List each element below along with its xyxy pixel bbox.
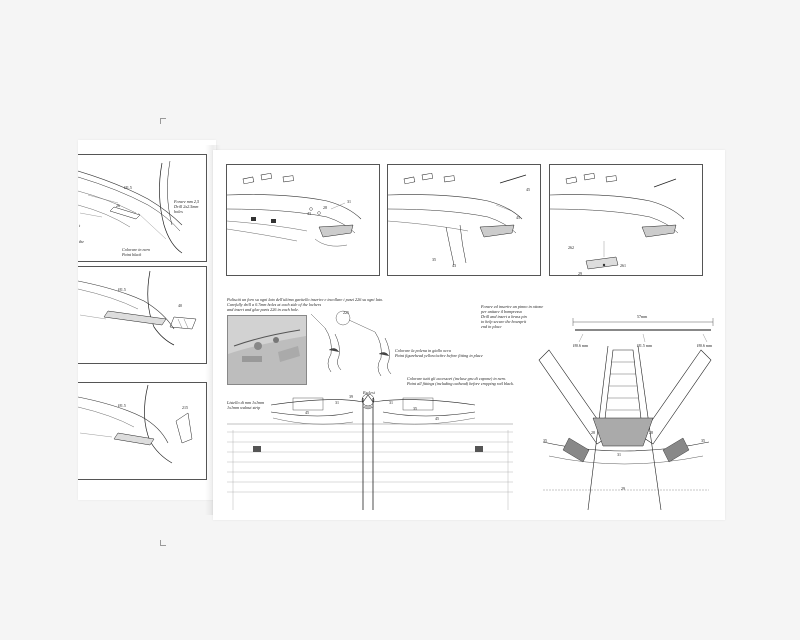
callout-num: Ø1.5 [124,185,132,190]
part-number-225: 225 [343,310,349,315]
dimension-diameter: Ø0.6 mm [573,343,589,348]
drill-instruction-it: Pulisciti un foro su ogni lato dell'ulti… [227,297,384,302]
callout-num: 43 [452,263,456,268]
plan-callout: 29 [621,486,625,491]
callout-num: 28 [323,205,327,210]
crop-mark [160,118,166,124]
callout-num: 31 [347,199,351,204]
bow-elevation [227,393,513,510]
callout-num: 29 [578,271,582,276]
callout-num: 43 [307,211,311,216]
callout-num: 45 [526,187,530,192]
paint-note-it: Colorare in nero [122,247,151,252]
plan-callout: 35 [543,438,547,443]
drill-note-en: Drill 2x2.5mm [174,204,199,209]
dimension-drawing [572,318,714,343]
pin-note-it: per unitare il bompresso [481,309,522,314]
plan-callout: 28 [649,430,653,435]
callout-num: Ø1.5 [118,287,126,292]
callout-num: 45 [516,215,520,220]
pin-note-en: Drill and insert a brass pin [481,314,527,319]
callout-num: 215 [182,405,188,410]
bow-drawing-1 [227,172,362,247]
deck-plan [538,345,712,511]
bow-callout: 31 [389,400,393,405]
strip-note-en: 1x1mm walnut strip [227,405,261,410]
left-panel-3: Ø1.5 215 [78,382,207,480]
detail-title: Esclesi [363,390,375,395]
plan-callout: 31 [617,452,621,457]
pin-note-en: end in place [481,324,502,329]
left-panel-2: Ø1.5 40 [78,266,207,364]
dimension-diameter: Ø1.5 mm [637,343,653,348]
left-page: Ø1.5 26 Forare mm 2,5 Drill 2x2.5mm hole… [78,140,216,500]
bow-callout: 35 [413,406,417,411]
callout-num: 261 [620,263,626,268]
drill-note-en: holes [174,209,183,214]
dimension-57mm: 57mm [637,314,648,319]
dimension-diameter: Ø0.6 mm [697,343,713,348]
pin-note-en: to help secure the bowsprit [481,319,527,324]
top-panel-3: 262 261 29 [549,164,703,276]
yellow-paint-en: Paint figurehead yellow/ochre before fit… [395,353,483,358]
yellow-paint-it: Colorare la polena in giallo ocra [395,348,451,353]
drill-instruction-en: Carefully drill a 0.7mm holes at each si… [227,302,322,307]
strip-note-it: Listello di mm 1x1mm [227,400,265,405]
callout-num: Ø1.5 [118,403,126,408]
bow-callout: 39 [349,394,353,399]
callout-num: 26 [116,203,120,208]
plan-callout: 35 [701,438,705,443]
drill-note-it: Forare mm 2,5 [174,199,200,204]
edge-text: t [79,223,81,228]
top-panel-2: 45 35 43 45 [387,164,541,276]
bow-callout: 45 [305,410,309,415]
callout-num: 35 [432,257,436,262]
left-panel-1: Ø1.5 26 Forare mm 2,5 Drill 2x2.5mm hole… [78,154,207,262]
photo-inset-image [228,316,306,384]
bow-callout: 31 [335,400,339,405]
black-paint-en: Paint all fittings (including cathead) b… [407,381,515,386]
top-panel-1: 28 31 43 [226,164,380,276]
photo-inset [227,315,307,385]
callout-num: 262 [568,245,574,250]
hull-drawing-left-3 [78,384,193,464]
bow-callout: 45 [435,416,439,421]
figurehead-left [310,313,342,373]
callout-num: 40 [178,303,182,308]
paint-note-en: Paint black [122,252,142,257]
pin-note-it: Forare ed inserire un pinno in ottone [481,304,544,309]
hull-drawing-left-1 [78,160,183,254]
right-page: 28 31 43 45 35 43 45 [213,150,725,520]
crop-mark [160,540,166,546]
bow-drawing-2 [388,172,527,266]
hull-drawing-left-2 [78,270,197,346]
figurehead-right [335,310,392,377]
black-paint-it: Colorare tutti gli accessori (incluse gr… [407,376,507,381]
edge-text: the [79,239,85,244]
bow-drawing-3 [550,172,685,270]
drill-instruction-en: and insert and glue parts 226 in each ho… [227,307,299,312]
plan-callout: 28 [591,430,595,435]
